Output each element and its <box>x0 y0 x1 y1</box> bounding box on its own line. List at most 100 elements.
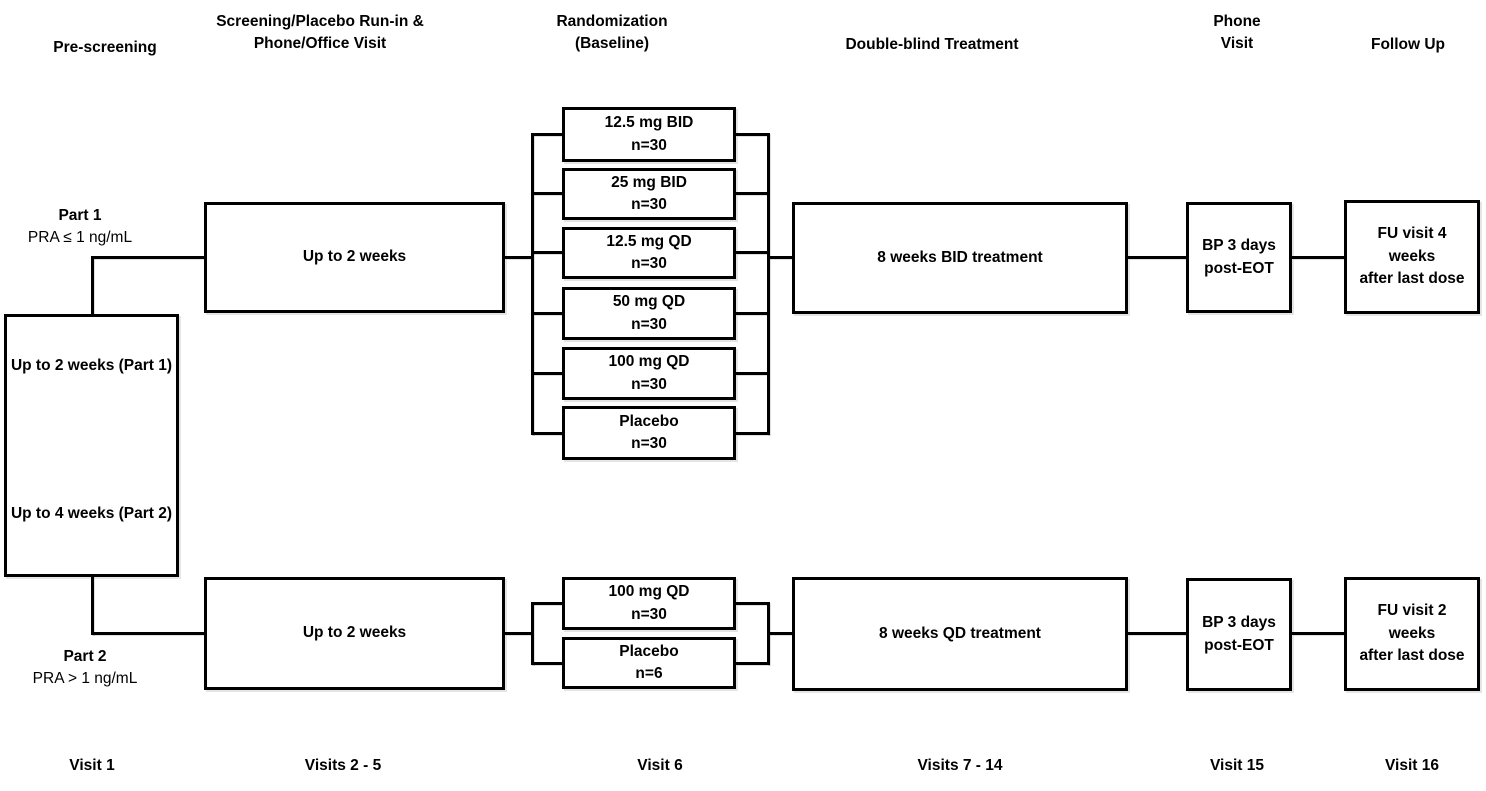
flow-line <box>736 192 769 195</box>
header-text: Screening/Placebo Run-in & <box>216 13 424 30</box>
flow-line <box>531 192 562 195</box>
visit-label-2-5: Visits 2 - 5 <box>304 757 382 774</box>
arm-n: n=30 <box>631 605 667 623</box>
arm-dose: 12.5 mg BID <box>604 114 694 132</box>
bp-line1: BP 3 days <box>1202 614 1276 632</box>
flow-line <box>1128 256 1186 259</box>
duration-part1-weeks: Up to 2 weeks <box>10 357 115 374</box>
flow-line <box>531 372 562 375</box>
flow-line <box>505 256 533 259</box>
flow-line <box>91 575 94 635</box>
bp-line2: post-EOT <box>1204 259 1274 277</box>
fu-line2: weeks <box>1388 624 1436 642</box>
column-header-screening: Screening/Placebo Run-in & Phone/Office … <box>216 11 424 55</box>
flow-line <box>92 632 204 635</box>
flow-line <box>531 133 562 136</box>
fu-line3: after last dose <box>1359 647 1465 665</box>
flow-line <box>531 432 562 435</box>
flow-line <box>531 133 534 435</box>
flow-line <box>736 662 769 665</box>
column-header-pre-screening: Pre-screening <box>53 37 156 59</box>
part2-followup-box: FU visit 2 weeks after last dose <box>1344 577 1480 691</box>
arm-n: n=30 <box>631 435 667 452</box>
visit-label-6: Visit 6 <box>637 757 683 774</box>
header-text: Phone <box>1213 13 1261 30</box>
part2-title: Part 2 <box>63 648 107 665</box>
part2-treatment-text: 8 weeks QD treatment <box>879 624 1041 642</box>
duration-part2: Up to 4 weeks (Part 2) <box>7 501 176 527</box>
part1-followup-box: FU visit 4 weeks after last dose <box>1344 200 1480 314</box>
flow-line <box>531 251 562 254</box>
arm-dose: 25 mg BID <box>611 173 687 191</box>
bp-line2: post-EOT <box>1204 636 1274 654</box>
part2-criteria: PRA > 1 ng/mL <box>32 670 138 687</box>
part1-phone-visit-box: BP 3 days post-EOT <box>1186 202 1292 313</box>
fu-line3: after last dose <box>1359 270 1465 288</box>
flow-line <box>1292 256 1344 259</box>
part2-phone-visit-box: BP 3 days post-EOT <box>1186 578 1292 691</box>
part1-screening-box: Up to 2 weeks <box>204 202 505 313</box>
arm-box-100-qd-part2: 100 mg QD n=30 <box>562 577 736 630</box>
flow-line <box>1292 632 1344 635</box>
flow-line <box>1128 632 1186 635</box>
header-text: Double-blind Treatment <box>845 36 1019 53</box>
header-text: Randomization <box>556 13 668 30</box>
arm-n: n=30 <box>631 375 667 393</box>
arm-n: n=30 <box>631 255 667 272</box>
column-header-phone-visit: Phone Visit <box>1213 11 1260 55</box>
column-header-double-blind: Double-blind Treatment <box>845 34 1018 56</box>
pre-screening-duration-box: Up to 2 weeks (Part 1) Up to 4 weeks (Pa… <box>4 314 179 577</box>
part2-label: Part 2 PRA > 1 ng/mL <box>33 646 138 690</box>
part2-screening-box: Up to 2 weeks <box>204 577 505 690</box>
arm-dose: 100 mg QD <box>608 353 690 371</box>
flow-line <box>769 256 792 259</box>
flow-line <box>736 312 769 315</box>
arm-box-placebo-part2: Placebo n=6 <box>562 637 736 689</box>
flow-line <box>767 602 770 665</box>
header-text-line2: Phone/Office Visit <box>253 35 387 52</box>
duration-part2-tag: (Part 2) <box>118 505 173 522</box>
fu-line1: FU visit 2 <box>1377 602 1447 620</box>
arm-n: n=30 <box>631 136 667 154</box>
arm-dose: Placebo <box>619 412 679 430</box>
header-text: Follow Up <box>1370 36 1446 53</box>
flow-line <box>91 256 94 316</box>
part1-treatment-text: 8 weeks BID treatment <box>877 248 1043 266</box>
arm-dose: Placebo <box>619 642 679 660</box>
part1-treatment-box: 8 weeks BID treatment <box>792 202 1128 314</box>
fu-line2: weeks <box>1388 247 1436 265</box>
arm-box-50-qd: 50 mg QD n=30 <box>562 287 736 340</box>
arm-box-placebo-part1: Placebo n=30 <box>562 406 736 460</box>
duration-part1: Up to 2 weeks (Part 1) <box>7 353 176 379</box>
visit-label-15: Visit 15 <box>1209 757 1265 774</box>
flow-line <box>531 602 562 605</box>
column-header-randomization: Randomization (Baseline) <box>556 11 667 55</box>
flow-line <box>767 133 770 435</box>
header-text: Pre-screening <box>53 39 157 56</box>
visit-label-7-14: Visits 7 - 14 <box>917 757 1003 774</box>
visit-label-16: Visit 16 <box>1384 757 1440 774</box>
column-header-follow-up: Follow Up <box>1371 34 1445 56</box>
flow-line <box>769 632 792 635</box>
arm-n: n=6 <box>635 665 663 682</box>
arm-dose: 100 mg QD <box>608 583 690 601</box>
part2-screening-text: Up to 2 weeks <box>302 624 407 642</box>
arm-box-12-5-qd: 12.5 mg QD n=30 <box>562 227 736 279</box>
flow-line <box>505 632 533 635</box>
header-text-line2: Visit <box>1220 35 1254 52</box>
flow-line <box>531 312 562 315</box>
part1-label: Part 1 PRA ≤ 1 ng/mL <box>28 205 132 249</box>
arm-box-100-qd: 100 mg QD n=30 <box>562 347 736 400</box>
flow-line <box>736 602 769 605</box>
flow-line <box>92 256 204 259</box>
part1-screening-text: Up to 2 weeks <box>302 248 407 266</box>
duration-part2-weeks: Up to 4 weeks <box>10 505 115 522</box>
arm-box-12-5-bid: 12.5 mg BID n=30 <box>562 107 736 162</box>
fu-line1: FU visit 4 <box>1377 225 1447 243</box>
part1-criteria: PRA ≤ 1 ng/mL <box>27 229 133 246</box>
header-text-line2: (Baseline) <box>574 35 650 52</box>
flow-line <box>531 602 534 665</box>
arm-box-25-bid: 25 mg BID n=30 <box>562 168 736 220</box>
duration-part1-tag: (Part 1) <box>118 357 173 374</box>
